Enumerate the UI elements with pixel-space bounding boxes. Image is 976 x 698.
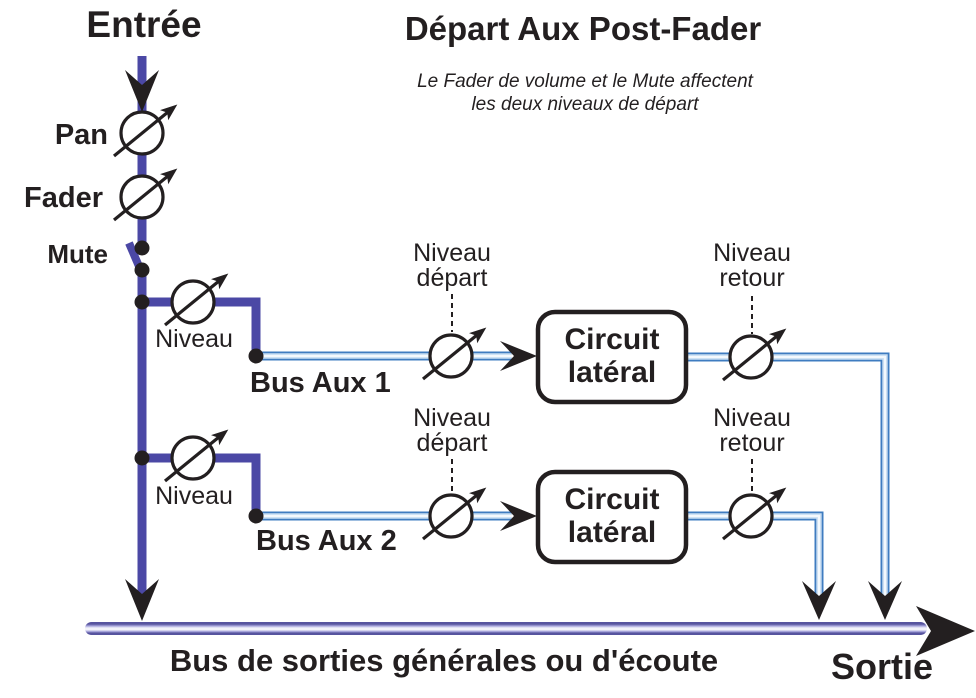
aux1-insert-line1: Circuit [564,323,660,356]
output-bus-label: Bus de sorties générales ou d'écoute [169,643,719,678]
diagram-title: Départ Aux Post-Fader [404,10,762,47]
fader-knob-icon [112,161,184,222]
aux1-bus-junction-dot [248,348,264,364]
aux2-return-level-line1: Niveau [713,404,791,432]
aux1-return-level-line2: retour [719,264,785,292]
aux2-send-level-knob-icon [421,480,493,541]
aux2-return-level-label: Niveau retour [713,406,791,456]
aux1-into-insert-arrowhead [500,341,537,371]
aux1-send-level-line1: Niveau [413,239,491,267]
subtitle-line1: Le Fader de volume et le Mute affectent [417,71,753,92]
aux2-level-knob-icon [163,422,235,483]
aux2-insert-line2: latéral [567,516,657,549]
fader-label: Fader [24,182,103,214]
aux1-level-knob-icon [163,266,235,327]
aux2-insert-box [535,469,689,565]
aux2-return-arrowhead [802,581,836,620]
pan-knob-icon [112,97,184,158]
aux1-insert-label: Circuit latéral [538,323,686,389]
aux1-return-level-line1: Niveau [713,239,791,267]
aux1-insert-box [535,309,689,405]
aux1-send-level-line2: départ [416,264,488,292]
output-bus-pipe [85,622,927,635]
subtitle-line2: les deux niveaux de départ [471,94,699,115]
aux2-into-insert-arrowhead [500,501,537,531]
aux2-level-label: Niveau [155,482,233,510]
aux1-return-bus-line [684,352,890,598]
input-arrowhead [125,70,159,112]
aux1-bus-label: Bus Aux 1 [250,367,391,399]
aux2-return-level-knob-icon [721,480,793,541]
aux1-return-level-knob-icon [721,321,793,382]
aux1-level-label: Niveau [155,325,233,353]
aux2-junction-dot [134,450,150,466]
aux2-bus-label: Bus Aux 2 [256,525,397,557]
channel-to-bus-arrowhead [125,579,159,621]
diagram-subtitle: Le Fader de volume et le Mute affectent … [417,70,753,116]
mute-contact-dot-bottom [134,262,150,278]
aux2-send-level-label: Niveau départ [413,406,491,456]
aux1-return-level-label: Niveau retour [713,241,791,291]
aux2-send-level-line1: Niveau [413,404,491,432]
aux1-insert-line2: latéral [567,356,657,389]
aux1-return-arrowhead [868,581,902,620]
aux1-junction-dot [134,294,150,310]
aux2-bus-junction-dot [248,508,264,524]
aux2-insert-label: Circuit latéral [538,483,686,549]
aux2-return-level-line2: retour [719,429,785,457]
pan-label: Pan [54,119,108,151]
mute-label: Mute [47,239,108,269]
aux2-send-level-line2: départ [416,429,488,457]
output-arrowhead [916,606,975,656]
output-label: Sortie [830,646,934,687]
mute-contact-dot-top [134,240,150,256]
aux2-insert-line1: Circuit [564,483,660,516]
input-label: Entrée [86,4,202,45]
aux1-send-level-knob-icon [421,320,493,381]
aux1-send-level-label: Niveau départ [413,241,491,291]
